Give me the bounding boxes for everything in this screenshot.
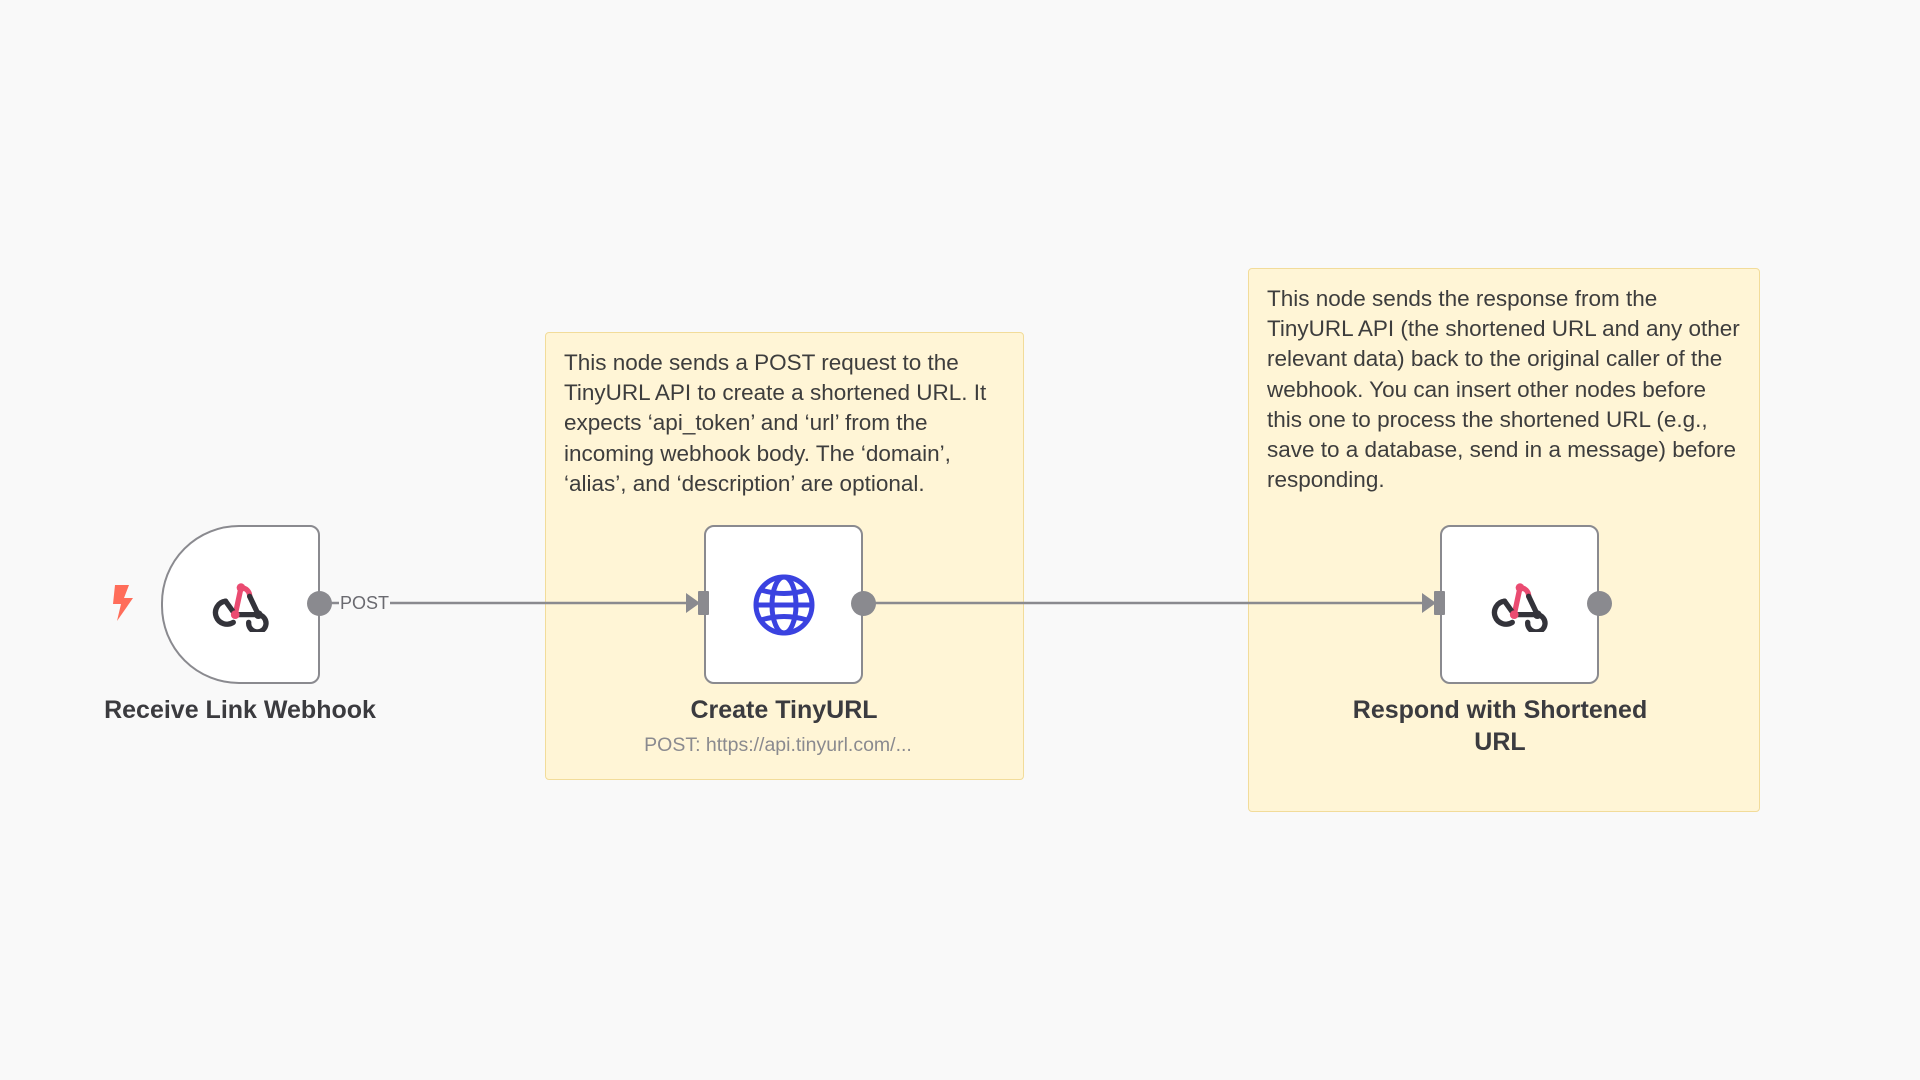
input-handle[interactable] — [1434, 591, 1445, 615]
output-handle[interactable] — [851, 591, 876, 616]
globe-icon — [753, 574, 814, 635]
node-respond-with-shortened-url[interactable] — [1440, 525, 1599, 684]
sticky-note-text: This node sends the response from the Ti… — [1267, 286, 1740, 493]
input-handle[interactable] — [698, 591, 709, 615]
node-label: Respond with Shortened URL — [1352, 696, 1648, 756]
connection-arrowhead — [686, 593, 700, 613]
node-create-tinyurl[interactable] — [704, 525, 863, 684]
sticky-note-create-tinyurl[interactable]: This node sends a POST request to the Ti… — [545, 332, 1024, 780]
output-handle[interactable] — [307, 591, 332, 616]
connection-arrowhead — [1422, 593, 1436, 613]
webhook-icon — [1491, 582, 1548, 632]
node-label: Receive Link Webhook — [104, 696, 376, 724]
trigger-bolt-icon — [113, 585, 133, 621]
sticky-note-respond[interactable]: This node sends the response from the Ti… — [1248, 268, 1760, 812]
webhook-icon — [212, 582, 269, 632]
node-label: Create TinyURL — [690, 696, 878, 724]
sticky-note-text: This node sends a POST request to the Ti… — [564, 350, 987, 496]
node-subtitle: POST: https://api.tinyurl.com/... — [644, 734, 912, 756]
connection-label: POST — [339, 593, 391, 613]
output-handle[interactable] — [1587, 591, 1612, 616]
node-receive-link-webhook[interactable] — [161, 525, 320, 684]
